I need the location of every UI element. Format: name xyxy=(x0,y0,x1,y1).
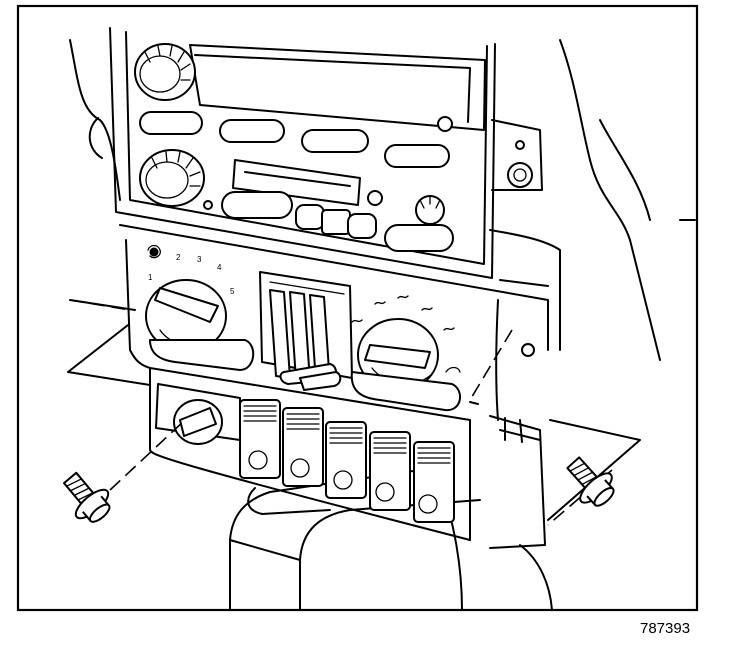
fan-scale-5: 5 xyxy=(230,287,235,296)
mode-knob xyxy=(350,295,461,412)
left-screw-guide xyxy=(109,419,186,491)
switch-4 xyxy=(369,431,411,511)
figure-id: 787393 xyxy=(640,620,691,637)
hvac-control-panel: 1 2 3 4 5 xyxy=(119,224,549,549)
fan-icon xyxy=(147,244,161,259)
right-screw-guide xyxy=(469,329,513,401)
radio-unit xyxy=(109,27,543,279)
switch-2 xyxy=(282,407,324,487)
rear-defog-knob xyxy=(155,383,241,445)
right-screw xyxy=(566,456,615,507)
radio-knob-bottom xyxy=(139,149,205,207)
fan-knob xyxy=(145,279,255,371)
removal-plane xyxy=(67,299,641,521)
fan-scale-1: 1 xyxy=(148,273,153,282)
radio-knob-top xyxy=(134,43,196,101)
fan-scale-2: 2 xyxy=(176,253,181,262)
console xyxy=(229,469,553,611)
switch-5 xyxy=(413,441,455,523)
left-screw xyxy=(63,471,111,523)
switch-1 xyxy=(239,399,281,479)
switch-bank xyxy=(149,367,471,541)
fan-scale-3: 3 xyxy=(197,255,202,264)
fan-scale-4: 4 xyxy=(217,263,222,272)
center-air-vent xyxy=(259,271,353,391)
diagram-frame xyxy=(16,4,699,612)
switch-3 xyxy=(325,421,367,499)
